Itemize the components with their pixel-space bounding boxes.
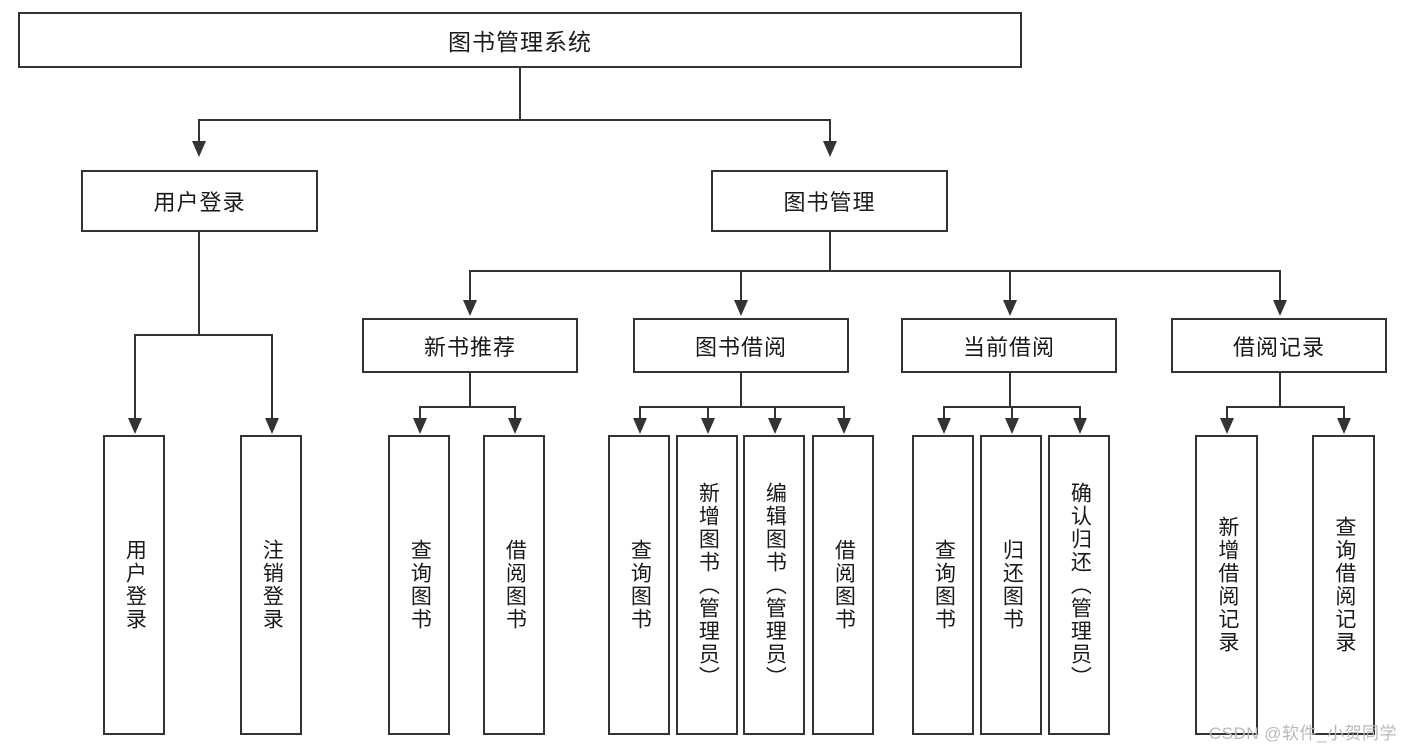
node-label: 注销登录 (260, 539, 284, 631)
node-label: 图书借阅 (694, 334, 787, 360)
arrowhead-bm-to-current-borrow (1003, 300, 1017, 316)
node-borrow-record[interactable]: 借阅记录 (1171, 318, 1387, 373)
leaf-current-borrow-query[interactable]: 查询图书 (912, 435, 974, 735)
leaf-book-borrow-add[interactable]: 新增图书（管理员） (676, 435, 738, 735)
node-label: 用户登录 (153, 190, 246, 215)
node-label: 查询图书 (628, 539, 652, 631)
leaf-new-book-query[interactable]: 查询图书 (388, 435, 450, 735)
leaf-user-login-login[interactable]: 用户登录 (103, 435, 165, 735)
node-label: 查询图书 (408, 539, 432, 631)
leaf-book-borrow-edit[interactable]: 编辑图书（管理员） (743, 435, 805, 735)
connector-user-login-stem (198, 232, 200, 334)
connector-user-login-bus (134, 334, 273, 336)
connector-borrow-record-bus (1226, 406, 1343, 408)
arrowhead-bm-to-borrow-record (1273, 300, 1287, 316)
node-label: 图书管理系统 (448, 29, 592, 55)
node-label: 确认归还（管理员） (1068, 481, 1092, 689)
leaf-book-borrow-borrow[interactable]: 借阅图书 (812, 435, 874, 735)
connector-bb-to-leaf-1 (639, 406, 641, 420)
node-label: 借阅图书 (503, 539, 527, 631)
arrowhead-bm-to-book-borrow (734, 300, 748, 316)
arrowhead-bb-to-leaf-3 (768, 418, 782, 434)
node-new-book-recommend[interactable]: 新书推荐 (362, 318, 578, 373)
node-root-book-management-system[interactable]: 图书管理系统 (18, 12, 1022, 68)
connector-br-to-leaf-1 (1226, 406, 1228, 420)
connector-root-to-book-management (829, 119, 831, 143)
connector-new-book-bus (419, 406, 515, 408)
arrowhead-bb-to-leaf-1 (633, 418, 647, 434)
arrowhead-cb-to-leaf-3 (1073, 418, 1087, 434)
connector-cb-to-leaf-1 (943, 406, 945, 420)
connector-user-login-to-leaf-2 (271, 334, 273, 420)
connector-bb-to-leaf-3 (774, 406, 776, 420)
connector-bb-to-leaf-2 (707, 406, 709, 420)
node-label: 查询图书 (932, 539, 956, 631)
node-label: 借阅记录 (1232, 334, 1325, 360)
arrowhead-br-to-leaf-1 (1220, 418, 1234, 434)
node-label: 归还图书 (1000, 539, 1024, 631)
arrowhead-bb-to-leaf-4 (837, 418, 851, 434)
node-book-borrow[interactable]: 图书借阅 (633, 318, 849, 373)
connector-root-bus (198, 119, 831, 121)
connector-current-borrow-stem (1009, 373, 1011, 406)
node-label: 新增借阅记录 (1215, 516, 1239, 654)
connector-bm-to-current-borrow (1009, 270, 1011, 302)
arrowhead-new-book-to-leaf-1 (413, 418, 427, 434)
node-current-borrow[interactable]: 当前借阅 (901, 318, 1117, 373)
connector-bm-to-new-book (469, 270, 471, 302)
connector-bb-to-leaf-4 (843, 406, 845, 420)
connector-bm-to-book-borrow (740, 270, 742, 302)
node-label: 图书管理 (783, 190, 876, 215)
leaf-current-borrow-confirm-return[interactable]: 确认归还（管理员） (1048, 435, 1110, 735)
arrowhead-cb-to-leaf-2 (1005, 418, 1019, 434)
connector-root-to-user-login (198, 119, 200, 143)
leaf-new-book-borrow[interactable]: 借阅图书 (483, 435, 545, 735)
connector-book-borrow-stem (740, 373, 742, 406)
leaf-borrow-record-add[interactable]: 新增借阅记录 (1195, 435, 1258, 735)
leaf-current-borrow-return[interactable]: 归还图书 (980, 435, 1042, 735)
connector-borrow-record-stem (1279, 373, 1281, 406)
leaf-book-borrow-query[interactable]: 查询图书 (608, 435, 670, 735)
connector-book-management-bus (469, 270, 1280, 272)
connector-root-stem (519, 68, 521, 119)
arrowhead-user-login-to-leaf-1 (128, 418, 142, 434)
arrowhead-bb-to-leaf-2 (701, 418, 715, 434)
node-book-management[interactable]: 图书管理 (711, 170, 948, 232)
leaf-borrow-record-query[interactable]: 查询借阅记录 (1312, 435, 1375, 735)
arrowhead-root-to-book-management (823, 141, 837, 157)
node-label: 新增图书（管理员） (696, 481, 720, 689)
connector-user-login-to-leaf-1 (134, 334, 136, 420)
arrowhead-cb-to-leaf-1 (937, 418, 951, 434)
node-label: 新书推荐 (423, 334, 516, 360)
node-label: 借阅图书 (832, 539, 856, 631)
connector-bm-to-borrow-record (1279, 270, 1281, 302)
arrowhead-new-book-to-leaf-2 (508, 418, 522, 434)
node-label: 编辑图书（管理员） (763, 481, 787, 689)
connector-br-to-leaf-2 (1343, 406, 1345, 420)
leaf-user-login-logout[interactable]: 注销登录 (240, 435, 302, 735)
arrowhead-root-to-user-login (192, 141, 206, 157)
connector-cb-to-leaf-2 (1011, 406, 1013, 420)
connector-book-management-stem (829, 232, 831, 270)
connector-book-borrow-bus (639, 406, 844, 408)
node-label: 当前借阅 (962, 334, 1055, 360)
arrowhead-user-login-to-leaf-2 (265, 418, 279, 434)
node-label: 用户登录 (123, 539, 147, 631)
connector-cb-to-leaf-3 (1079, 406, 1081, 420)
connector-new-book-stem (469, 373, 471, 406)
node-label: 查询借阅记录 (1332, 516, 1356, 654)
arrowhead-br-to-leaf-2 (1337, 418, 1351, 434)
connector-new-book-to-leaf-1 (419, 406, 421, 420)
node-user-login[interactable]: 用户登录 (81, 170, 318, 232)
connector-new-book-to-leaf-2 (514, 406, 516, 420)
arrowhead-bm-to-new-book (463, 300, 477, 316)
